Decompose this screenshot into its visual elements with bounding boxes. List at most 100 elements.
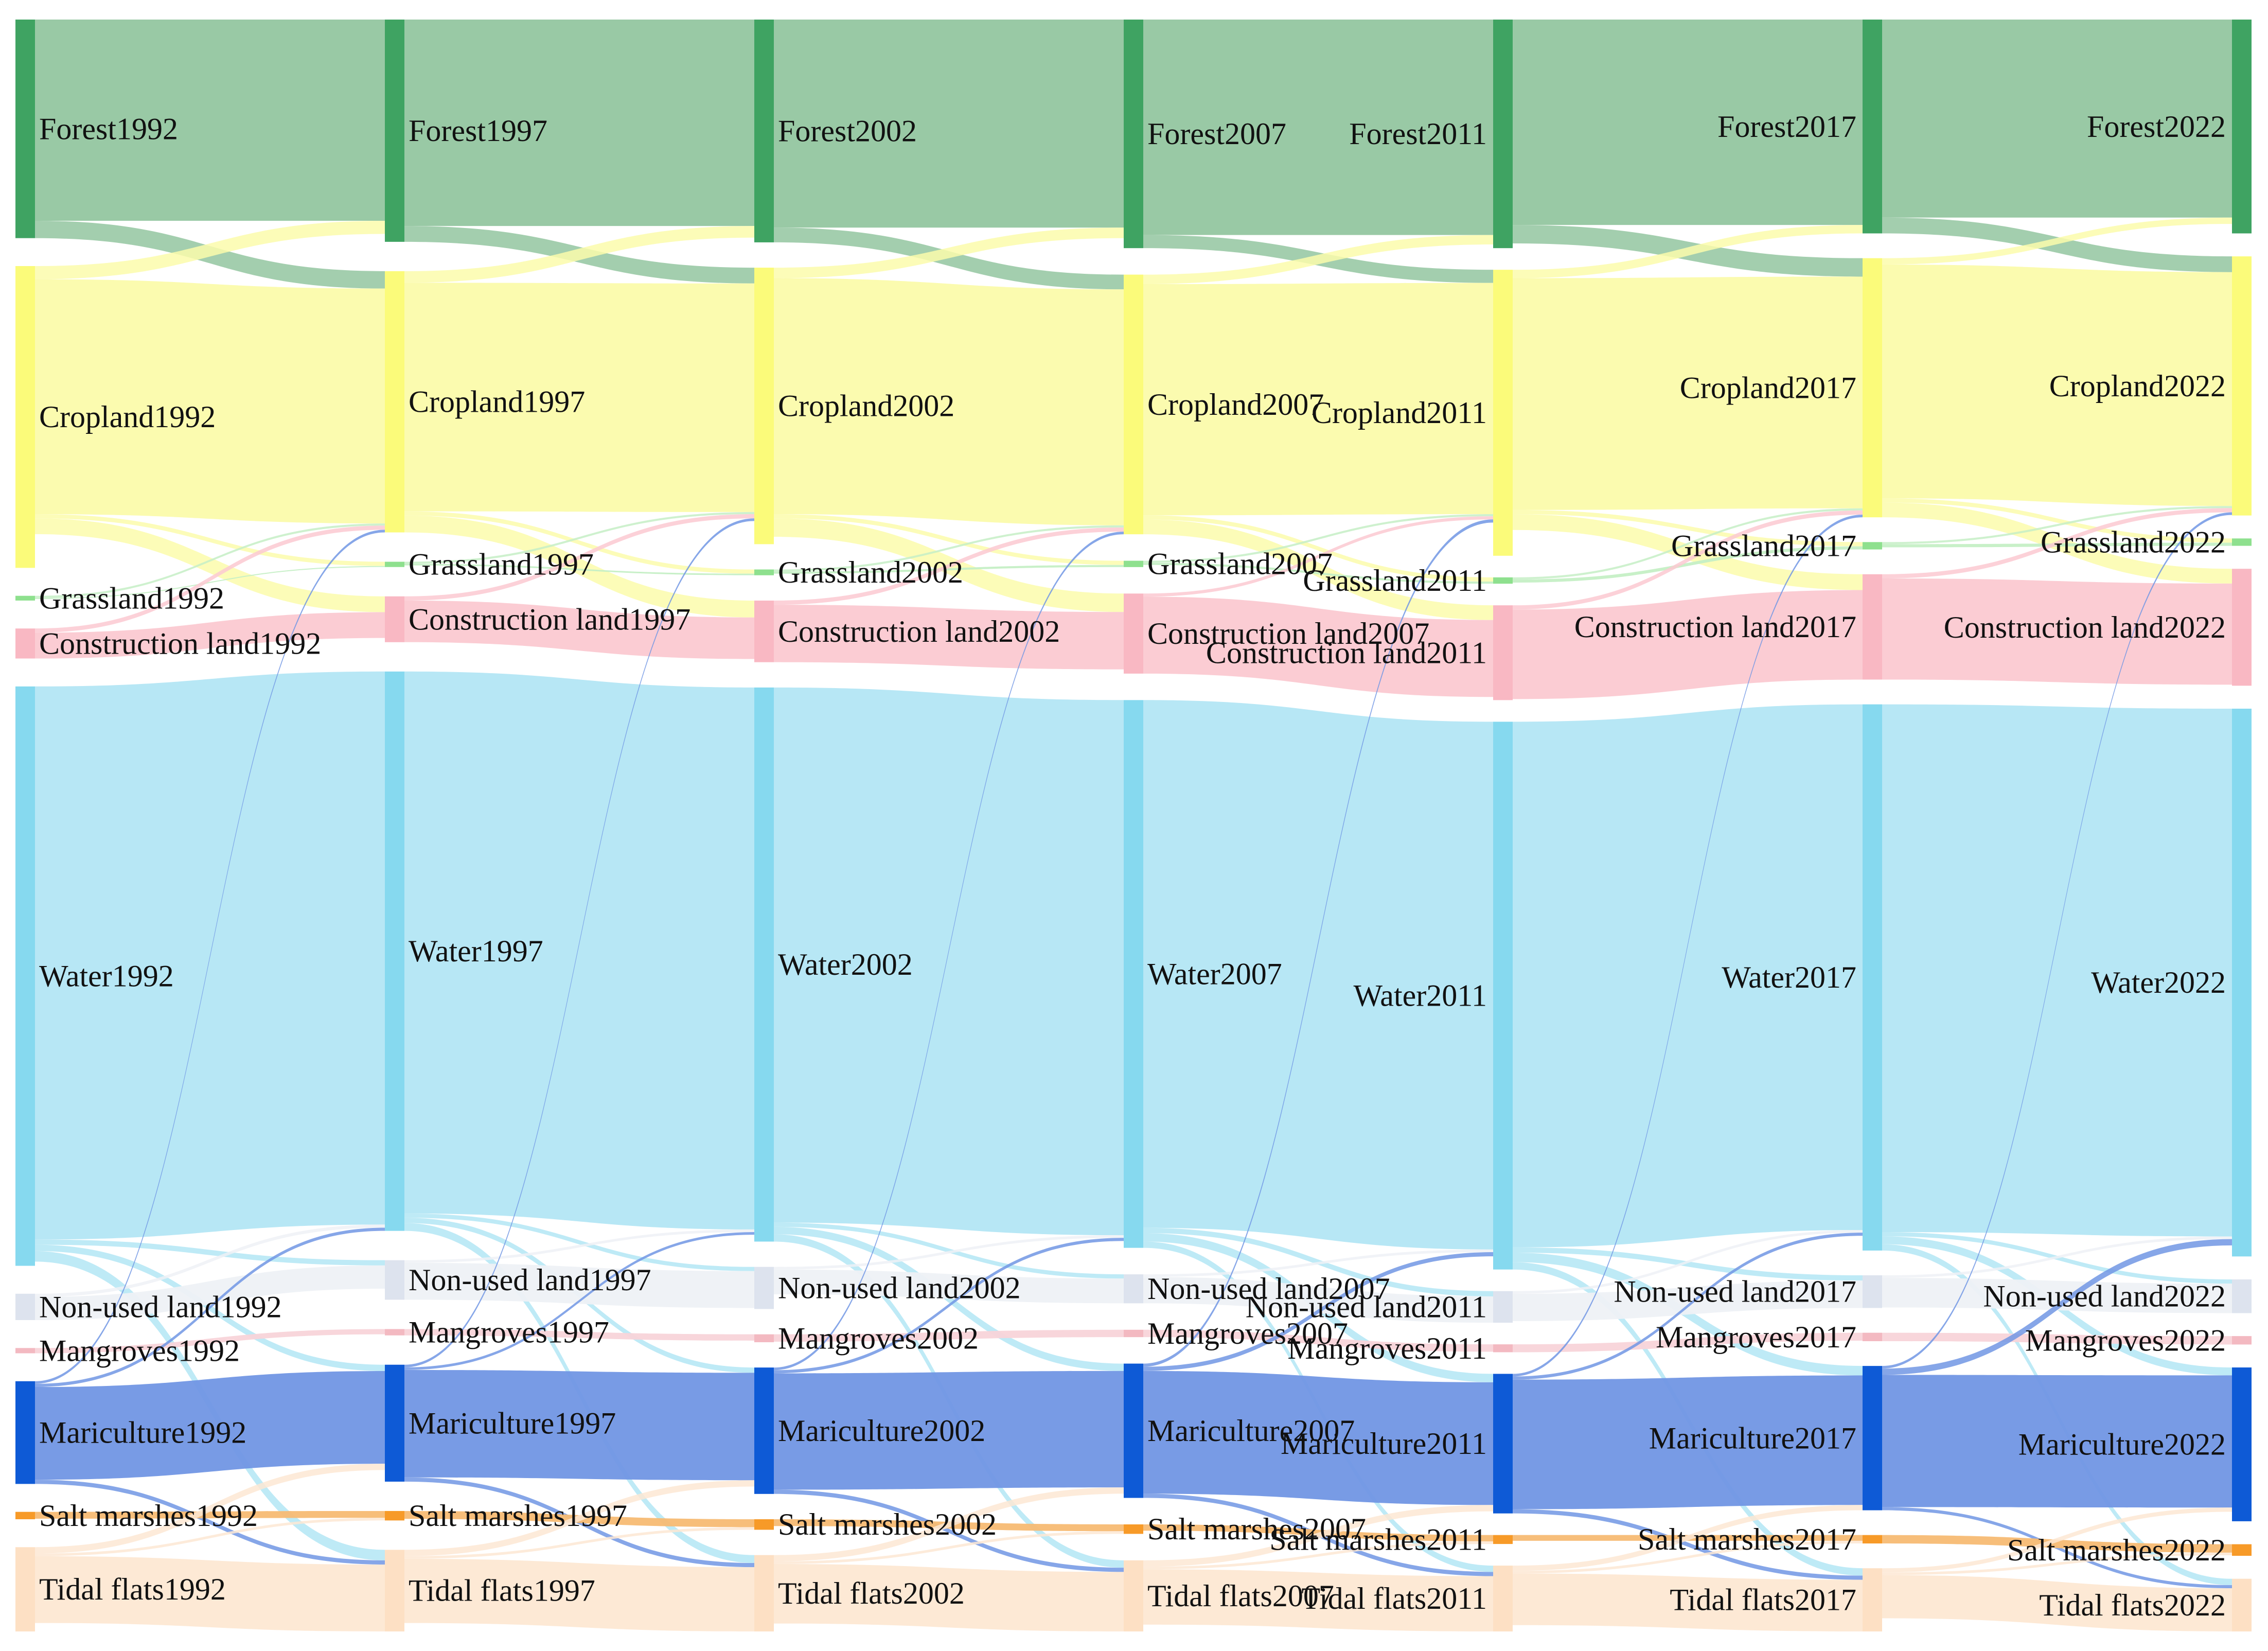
flow-mangroves-to-mangroves-1997 <box>404 1329 754 1341</box>
node-label: Cropland1992 <box>39 400 216 434</box>
flow-mangroves-to-mangroves-1992 <box>35 1329 385 1354</box>
node-label: Non-used land2007 <box>1147 1272 1390 1306</box>
node-mangroves-2022 <box>2232 1336 2252 1345</box>
flow-cropland-to-cropland-2011 <box>1513 276 1863 510</box>
node-mariculture-2002 <box>754 1367 774 1494</box>
flow-forest-to-forest-1997 <box>404 20 754 226</box>
node-construction-land-1997 <box>385 596 404 642</box>
node-mangroves-2017 <box>1863 1332 1882 1341</box>
node-mangroves-1992 <box>15 1348 35 1354</box>
node-label: Forest2002 <box>778 114 917 148</box>
flow-tidal-flats-to-mariculture-1997 <box>404 1480 754 1556</box>
flow-non-used-land-to-non-used-land-2002 <box>774 1269 1124 1304</box>
node-construction-land-2017 <box>1863 574 1882 680</box>
node-cropland-1992 <box>15 266 35 568</box>
node-label: Tidal flats2007 <box>1147 1579 1334 1613</box>
node-salt-marshes-2017 <box>1863 1535 1882 1544</box>
node-non-used-land-1997 <box>385 1260 404 1300</box>
flow-cropland-to-cropland-2002 <box>774 278 1124 525</box>
node-tidal-flats-2002 <box>754 1555 774 1631</box>
flow-mariculture-to-mariculture-2017 <box>1882 1375 2232 1508</box>
node-forest-2002 <box>754 20 774 242</box>
flow-mariculture-to-cropland-2017 <box>1882 512 2232 1369</box>
node-label: Construction land2017 <box>1574 610 1856 644</box>
node-mariculture-2011 <box>1493 1374 1513 1514</box>
node-tidal-flats-2007 <box>1124 1560 1143 1631</box>
node-label: Tidal flats2002 <box>778 1576 965 1610</box>
flow-cropland-to-grassland-1997 <box>404 511 754 574</box>
flow-cropland-to-construction-land-1997 <box>404 515 754 618</box>
node-label: Mariculture2002 <box>778 1414 985 1448</box>
node-construction-land-1992 <box>15 628 35 659</box>
flow-tidal-flats-to-salt-marshes-2017 <box>1882 1552 2232 1575</box>
flow-grassland-to-cropland-1997 <box>404 512 754 564</box>
flow-mariculture-to-cropland-2007 <box>1143 519 1493 1367</box>
node-cropland-2017 <box>1863 258 1882 518</box>
flow-non-used-land-to-non-used-land-2011 <box>1513 1280 1863 1322</box>
node-salt-marshes-1997 <box>385 1511 404 1521</box>
node-forest-1997 <box>385 20 404 242</box>
node-label: Mangroves2017 <box>1656 1320 1856 1354</box>
node-label: Forest2011 <box>1349 117 1487 151</box>
flow-mariculture-to-cropland-2002 <box>774 532 1124 1371</box>
node-label: Cropland1997 <box>409 385 585 419</box>
node-label: Water2002 <box>778 947 913 981</box>
node-label: Forest1997 <box>409 114 547 148</box>
flow-non-used-land-to-water-1992 <box>35 1224 385 1297</box>
flow-water-to-non-used-land-1997 <box>404 1213 754 1271</box>
flow-cropland-to-forest-1992 <box>35 220 385 279</box>
node-salt-marshes-2007 <box>1124 1524 1143 1534</box>
flow-tidal-flats-to-mariculture-1992 <box>35 1464 385 1554</box>
flow-mariculture-to-water-2017 <box>1882 1239 2232 1375</box>
node-label: Non-used land2011 <box>1246 1290 1487 1324</box>
flow-grassland-to-grassland-2011 <box>1513 546 1863 583</box>
flow-tidal-flats-to-tidal-flats-2011 <box>1513 1573 1863 1631</box>
node-label: Grassland2002 <box>778 555 963 589</box>
flow-tidal-flats-to-salt-marshes-2002 <box>774 1531 1124 1565</box>
flow-mariculture-to-tidal-flats-1992 <box>35 1480 385 1565</box>
flow-cropland-to-construction-land-2011 <box>1513 514 1863 590</box>
node-grassland-2011 <box>1493 577 1513 584</box>
flow-mariculture-to-tidal-flats-2002 <box>774 1489 1124 1572</box>
node-label: Construction land1997 <box>409 602 690 636</box>
flow-mariculture-to-water-1997 <box>404 1232 754 1370</box>
flow-forest-to-forest-2007 <box>1143 20 1493 235</box>
node-label: Forest2022 <box>2087 110 2226 144</box>
flow-water-to-non-used-land-1992 <box>35 1239 385 1266</box>
flow-water-to-water-2017 <box>1882 704 2232 1237</box>
node-label: Mariculture1992 <box>39 1416 246 1450</box>
node-non-used-land-2017 <box>1863 1275 1882 1308</box>
flow-cropland-to-grassland-2017 <box>1882 498 2232 543</box>
flow-water-to-water-2011 <box>1513 704 1863 1248</box>
flow-tidal-flats-to-mariculture-2007 <box>1143 1505 1493 1567</box>
node-salt-marshes-1992 <box>15 1512 35 1519</box>
node-cropland-2022 <box>2232 256 2252 516</box>
node-label: Water2011 <box>1353 979 1487 1013</box>
node-grassland-1997 <box>385 561 404 567</box>
flow-mangroves-to-mangroves-2011 <box>1513 1332 1863 1353</box>
node-salt-marshes-2002 <box>754 1519 774 1530</box>
flow-cropland-to-grassland-2011 <box>1513 510 1863 547</box>
labels-layer: Forest1992Cropland1992Grassland1992Const… <box>39 110 2226 1622</box>
node-label: Cropland2002 <box>778 389 954 423</box>
flow-non-used-land-to-water-2002 <box>774 1235 1124 1270</box>
flow-non-used-land-to-non-used-land-2017 <box>1882 1278 2232 1313</box>
node-water-2002 <box>754 687 774 1242</box>
node-label: Non-used land2017 <box>1614 1275 1856 1309</box>
node-mariculture-2007 <box>1124 1363 1143 1498</box>
node-label: Grassland2022 <box>2041 525 2226 559</box>
node-mariculture-2022 <box>2232 1367 2252 1521</box>
node-label: Salt marshes2011 <box>1269 1522 1487 1556</box>
flow-cropland-to-grassland-2007 <box>1143 515 1493 582</box>
node-label: Grassland1997 <box>409 548 594 582</box>
node-tidal-flats-2022 <box>2232 1578 2252 1631</box>
node-mariculture-1997 <box>385 1364 404 1482</box>
node-label: Mangroves2007 <box>1147 1316 1348 1350</box>
flow-cropland-to-grassland-2002 <box>774 514 1124 565</box>
flow-construction-land-to-construction-land-1997 <box>404 600 754 659</box>
node-mangroves-2007 <box>1124 1329 1143 1338</box>
node-label: Water2007 <box>1147 957 1282 991</box>
flow-grassland-to-grassland-1992 <box>35 566 385 599</box>
flow-grassland-to-cropland-2011 <box>1513 508 1863 579</box>
